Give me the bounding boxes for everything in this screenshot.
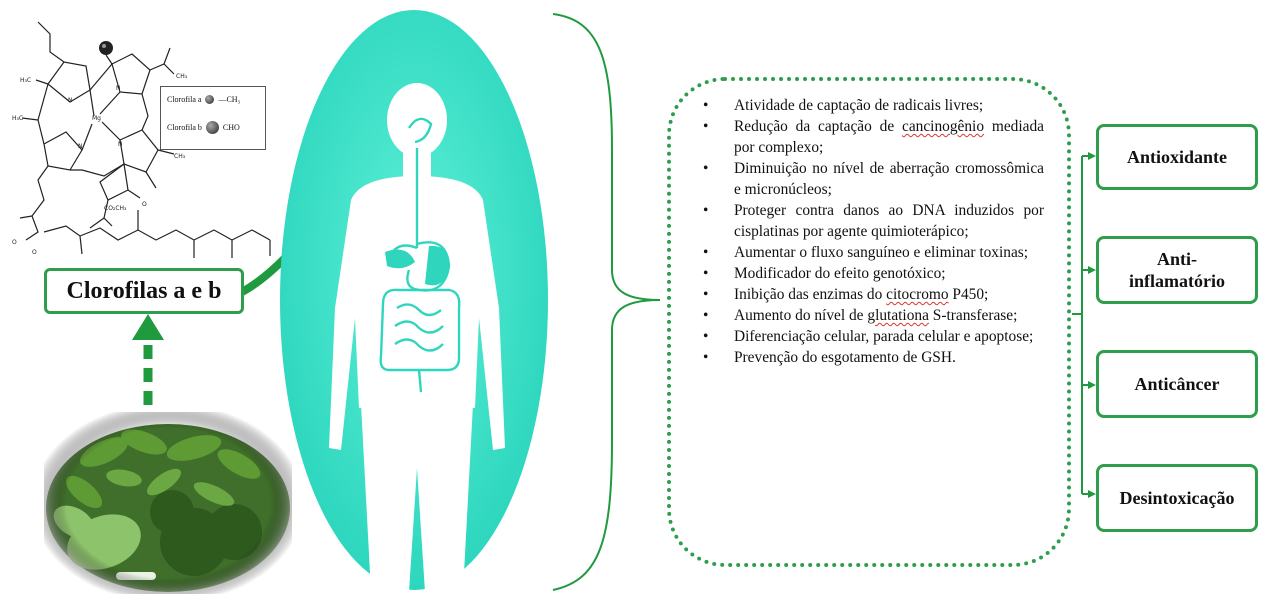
benefit-text: Inibição das enzimas do <box>734 286 886 303</box>
list-item: Atividade de captação de radicais livres… <box>700 95 1044 116</box>
list-item: Diferenciação celular, parada celular e … <box>700 326 1044 347</box>
effect-label: Desintoxicação <box>1120 487 1235 509</box>
spellcheck-word: cancinogênio <box>902 118 984 135</box>
chlorophyll-label-box: Clorofilas a e b <box>44 268 244 314</box>
benefit-text: Prevenção do esgotamento de GSH. <box>734 349 956 366</box>
benefit-text: P450; <box>949 286 989 303</box>
spellcheck-word: citocromo <box>886 286 948 303</box>
benefit-text: Redução da captação de <box>734 118 902 135</box>
brace-bracket <box>553 14 660 590</box>
benefit-text: Diminuição no nível de aberração cromoss… <box>734 160 1044 198</box>
benefit-text: Proteger contra danos ao DNA induzidos p… <box>734 202 1044 240</box>
effects-connector <box>1072 156 1094 494</box>
benefit-text: S-transferase; <box>929 307 1017 324</box>
effect-anticancer: Anticâncer <box>1096 350 1258 418</box>
benefit-text: Aumento do nível de <box>734 307 867 324</box>
effect-antioxidant: Antioxidante <box>1096 124 1258 190</box>
benefit-text: Aumentar o fluxo sanguíneo e eliminar to… <box>734 244 1028 261</box>
leafy-vegetables-image <box>44 412 292 594</box>
list-item: Aumentar o fluxo sanguíneo e eliminar to… <box>700 242 1044 263</box>
list-item: Redução da captação de cancinogênio medi… <box>700 116 1044 158</box>
benefits-list: Atividade de captação de radicais livres… <box>700 95 1044 368</box>
list-item: Diminuição no nível de aberração cromoss… <box>700 158 1044 200</box>
list-item: Modificador do efeito genotóxico; <box>700 263 1044 284</box>
effect-label: Antioxidante <box>1127 146 1227 168</box>
human-body-illustration <box>279 8 549 592</box>
benefit-text: Diferenciação celular, parada celular e … <box>734 328 1033 345</box>
list-item: Aumento do nível de glutationa S-transfe… <box>700 305 1044 326</box>
list-item: Prevenção do esgotamento de GSH. <box>700 347 1044 368</box>
chlorophyll-label: Clorofilas a e b <box>67 278 222 305</box>
spellcheck-word: glutationa <box>867 307 929 324</box>
effect-label: Anticâncer <box>1135 373 1220 395</box>
effect-detox: Desintoxicação <box>1096 464 1258 532</box>
arrowhead-up-icon <box>132 314 164 340</box>
list-item: Proteger contra danos ao DNA induzidos p… <box>700 200 1044 242</box>
effect-label: Anti-inflamatório <box>1121 248 1233 292</box>
benefit-text: Atividade de captação de radicais livres… <box>734 97 983 114</box>
list-item: Inibição das enzimas do citocromo P450; <box>700 284 1044 305</box>
effect-anti-inflammatory: Anti-inflamatório <box>1096 236 1258 304</box>
benefit-text: Modificador do efeito genotóxico; <box>734 265 946 282</box>
